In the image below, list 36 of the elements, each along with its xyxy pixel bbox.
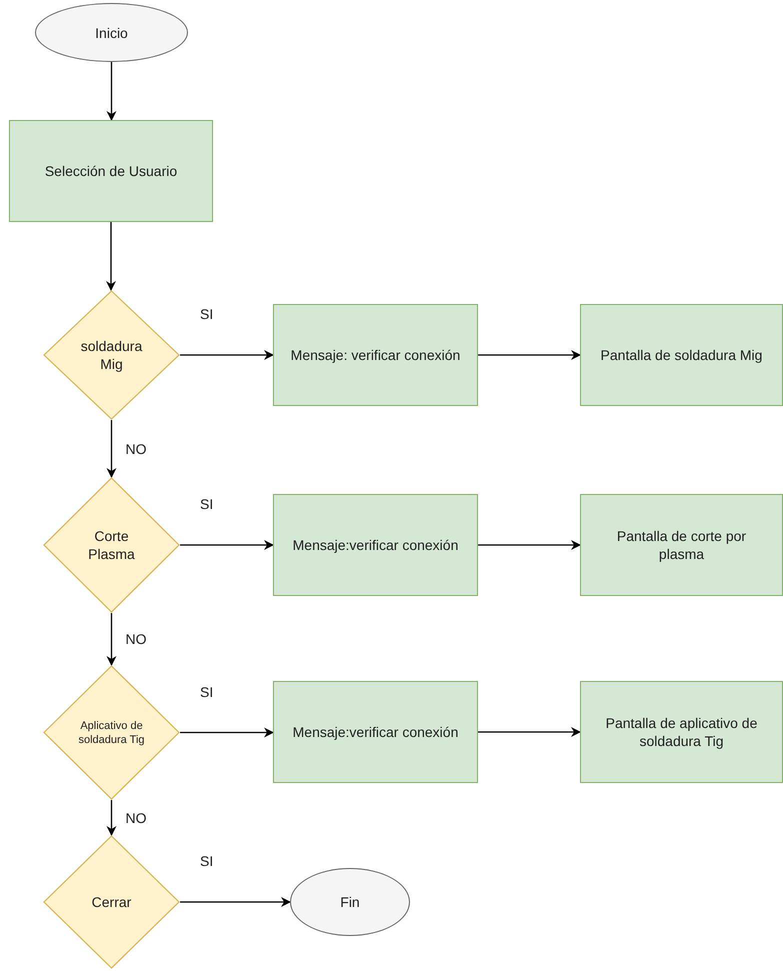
arrow [478,540,581,550]
arrow [180,728,274,738]
arrow [180,350,274,360]
decision-diamond [43,665,180,800]
decision-diamond [43,477,180,613]
decision-label: Cerrar [90,893,132,911]
decision-diamond [43,835,180,969]
process-label: Mensaje:verificar conexión [292,536,460,554]
process-label: Pantalla de aplicativo de soldadura Tig [604,714,758,750]
arrow [478,350,581,360]
arrow [106,420,116,478]
process-box [273,494,478,596]
arrow [106,62,116,121]
process-label: Pantalla de soldadura Mig [600,346,764,364]
process-box [580,681,783,783]
process-box [9,120,213,222]
process-label: Mensaje:verificar conexión [292,723,460,741]
process-box [273,681,478,783]
arrow [180,897,291,907]
process-box [580,304,783,406]
terminal-label: Fin [339,893,361,911]
arrow [106,613,116,666]
process-label: Selección de Usuario [44,162,178,180]
process-label: Pantalla de corte por plasma [616,527,748,563]
decision-label: Aplicativo de soldadura Tig [77,718,146,746]
arrow [106,800,116,836]
process-box [580,494,783,596]
arrow [478,727,581,737]
decision-label: soldadura Mig [80,337,144,373]
process-box [273,304,478,406]
process-label: Mensaje: verificar conexión [290,346,462,364]
decision-label: Corte Plasma [87,527,136,563]
arrow [106,222,116,291]
terminal-label: Inicio [94,24,129,42]
arrow [180,540,274,550]
decision-diamond [43,290,180,420]
